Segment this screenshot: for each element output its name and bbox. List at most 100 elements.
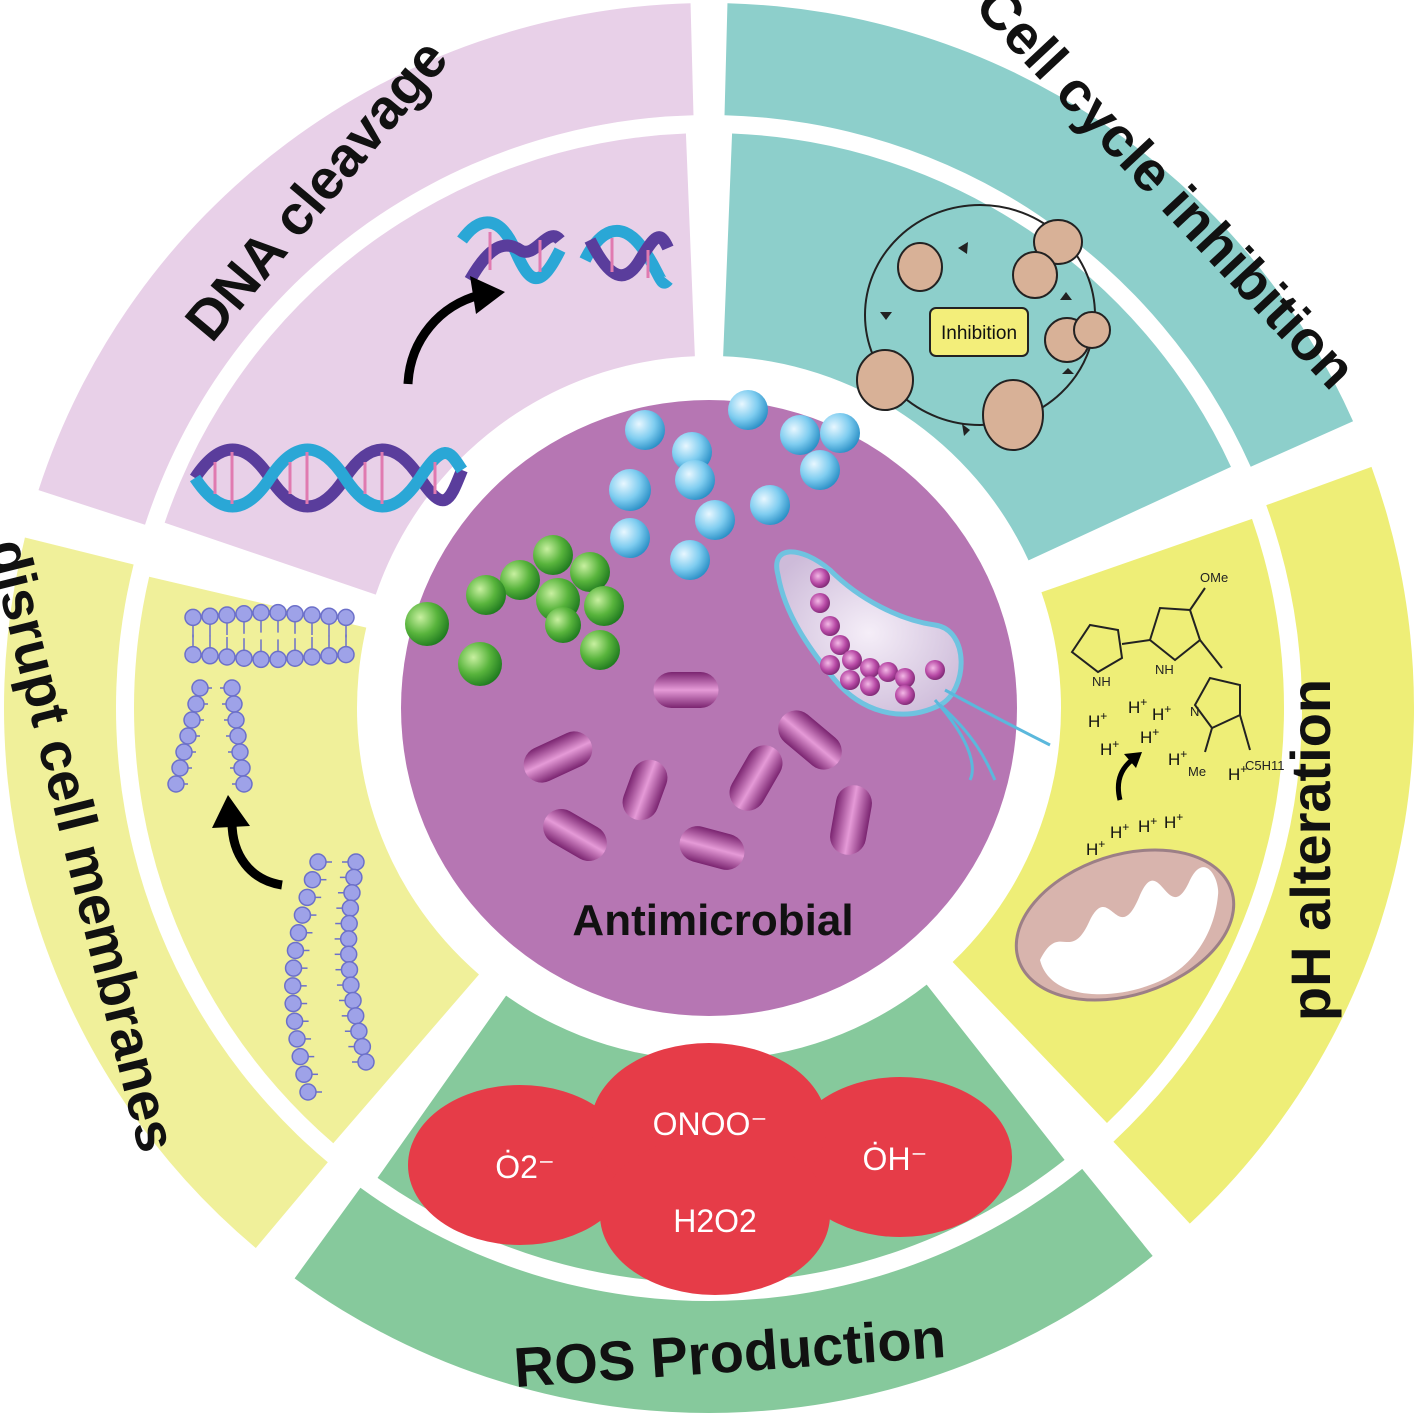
lipid-head <box>179 727 197 745</box>
lipid-head <box>201 607 219 625</box>
outer-band-ros <box>294 1168 1153 1413</box>
rod-bacterium <box>778 710 842 770</box>
blue-coccus <box>780 415 820 455</box>
lipid-head <box>340 914 358 933</box>
lipid-head <box>346 1007 365 1025</box>
lipid-head <box>286 941 305 960</box>
lipid-head <box>289 924 308 942</box>
blue-coccus <box>610 518 650 558</box>
bacterium-bead <box>830 635 850 655</box>
green-coccus <box>545 607 581 643</box>
prodigiosin-structure <box>1070 587 1251 753</box>
blue-coccus <box>609 469 651 511</box>
ros-peroxide-label: H2O2 <box>673 1203 757 1239</box>
lipid-head <box>295 1065 313 1084</box>
bacterium-bead <box>895 668 915 688</box>
green-coccus <box>458 642 502 686</box>
blue-cocci-cluster <box>609 390 860 580</box>
green-coccus <box>466 575 506 615</box>
rod-bacterium <box>523 731 593 783</box>
lipid-head <box>350 1022 368 1040</box>
rod-bacterium <box>622 759 668 821</box>
outer-band-ph <box>1113 466 1414 1224</box>
rod-bacterium <box>729 745 783 811</box>
lipid-head <box>225 695 243 713</box>
lipid-head <box>345 868 363 887</box>
lipid-head <box>184 645 202 664</box>
arrow-icon <box>1115 752 1142 801</box>
chem-me-label: Me <box>1188 764 1206 779</box>
green-coccus <box>570 552 610 592</box>
lipid-head <box>269 650 287 669</box>
lipid-head <box>235 649 253 667</box>
lipid-head <box>340 960 359 979</box>
lipid-head <box>269 603 287 622</box>
bacterium-bead <box>810 568 830 588</box>
dna-helix-intact <box>189 443 468 513</box>
ring-label-ph: pH alteration <box>1279 679 1342 1021</box>
lipid-head <box>303 606 321 624</box>
center-label: Antimicrobial <box>572 896 853 945</box>
chem-nh-label: NH <box>1092 674 1111 689</box>
lipid-head <box>284 977 302 995</box>
rod-bacterium <box>679 826 745 870</box>
lipid-head <box>341 899 360 917</box>
bacterium-bead <box>878 662 898 682</box>
bacterium-bead <box>810 593 830 613</box>
lipid-head <box>286 649 304 667</box>
rod-bacterium <box>543 809 607 861</box>
cell-cycle-diagram: Inhibition <box>856 204 1111 451</box>
lipid-head <box>227 711 245 729</box>
lipid-head <box>284 994 302 1013</box>
blue-coccus <box>750 485 790 525</box>
lipid-head <box>320 607 338 625</box>
bacterium-bead <box>860 676 880 696</box>
blue-coccus <box>728 390 768 430</box>
rod-bacteria-group <box>523 672 872 870</box>
green-coccus <box>405 602 449 646</box>
lipid-head <box>347 853 365 871</box>
lipid-head <box>339 945 358 964</box>
chem-n-label: N <box>1190 704 1199 719</box>
blue-coccus <box>675 460 715 500</box>
outer-band-dna <box>38 3 694 525</box>
ros-superoxide-label: Ȯ2⁻ <box>495 1149 555 1185</box>
lipid-head <box>293 906 312 924</box>
green-coccus <box>584 586 624 626</box>
green-coccus <box>580 630 620 670</box>
lipid-head <box>252 650 270 669</box>
lipid-head <box>191 679 209 697</box>
lipid-head <box>223 679 241 697</box>
bacterium-bead <box>895 685 915 705</box>
arrow-icon <box>212 795 283 890</box>
lipid-head <box>320 647 338 665</box>
green-cocci-cluster <box>405 535 624 686</box>
lipid-head <box>339 930 358 948</box>
arrow-icon <box>403 276 505 385</box>
chem-c5h11-label: C5H11 <box>1245 758 1285 773</box>
ros-hydroxyl-label: ȮH⁻ <box>863 1141 928 1177</box>
lipid-head <box>183 711 201 729</box>
outer-band-membrane <box>4 537 328 1249</box>
bacterium-inner-beads <box>810 568 945 705</box>
outer-band-cell-cycle <box>724 3 1354 467</box>
rod-bacterium <box>653 672 719 708</box>
blue-coccus <box>625 410 665 450</box>
lipid-head <box>344 991 362 1010</box>
lipid-head <box>285 1012 304 1030</box>
lipid-head <box>184 608 202 627</box>
inhibition-label: Inhibition <box>941 323 1017 344</box>
lipid-head <box>218 606 236 624</box>
inhibition-box <box>929 307 1029 357</box>
green-coccus <box>533 535 573 575</box>
lipid-head <box>229 727 247 745</box>
lipid-head <box>218 648 236 666</box>
lipid-head <box>187 695 205 713</box>
blue-coccus <box>695 500 735 540</box>
blue-coccus <box>820 413 860 453</box>
bacterium-bead <box>842 650 862 670</box>
lipid-head <box>286 605 304 623</box>
lipid-bilayer-illustration <box>167 603 375 1101</box>
inner-sector-membrane <box>133 576 479 1144</box>
bacterium-bead <box>820 655 840 675</box>
